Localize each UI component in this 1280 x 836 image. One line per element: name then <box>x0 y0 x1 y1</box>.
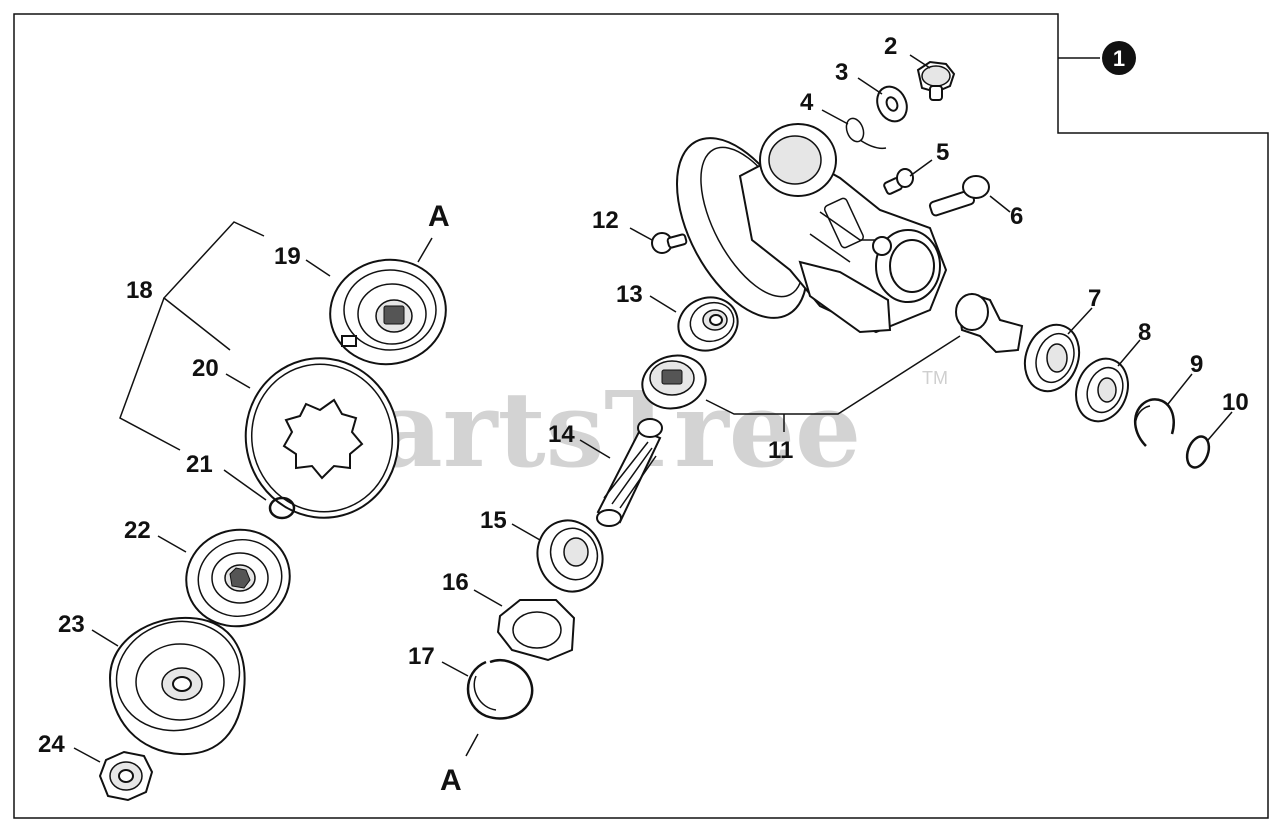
label-part-21: 21 <box>186 451 213 478</box>
part-19-holder <box>329 258 447 366</box>
label-part-18: 18 <box>126 277 153 304</box>
part-5-small-bolt <box>883 168 914 195</box>
part-11-gear <box>641 292 1024 410</box>
part-24-nut <box>98 750 154 802</box>
part-13-bearing <box>677 296 739 352</box>
label-part-20: 20 <box>192 355 219 382</box>
part-22-inner-cup <box>185 528 291 628</box>
part-23-outer-cup <box>108 616 246 756</box>
group-marker-circle <box>1102 41 1136 75</box>
label-part-9: 9 <box>1190 351 1203 378</box>
label-part-6: 6 <box>1010 203 1023 230</box>
part-4-wire-clip <box>845 117 887 150</box>
part-21-o-ring <box>268 496 296 520</box>
part-17-snap-ring <box>466 659 534 720</box>
label-part-2: 2 <box>884 33 897 60</box>
part-14-shaft <box>596 418 663 527</box>
part-7-bearing <box>1023 323 1081 393</box>
label-part-5: 5 <box>936 139 949 166</box>
reference-a-bottom: A <box>440 764 462 797</box>
part-15-bearing <box>536 519 604 593</box>
label-part-3: 3 <box>835 59 848 86</box>
label-part-23: 23 <box>58 611 85 638</box>
label-part-16: 16 <box>442 569 469 596</box>
watermark-trademark: TM <box>922 368 948 388</box>
part-20-cover <box>244 357 400 519</box>
label-part-11: 11 <box>768 437 793 464</box>
label-part-19: 19 <box>274 243 301 270</box>
part-9-snap-ring <box>1133 398 1175 447</box>
part-10-small-snap-ring <box>1185 435 1211 469</box>
label-part-17: 17 <box>408 643 435 670</box>
label-part-12: 12 <box>592 207 619 234</box>
label-part-24: 24 <box>38 731 65 758</box>
part-2-hex-bolt <box>916 60 956 101</box>
label-part-15: 15 <box>480 507 507 534</box>
label-part-7: 7 <box>1088 285 1101 312</box>
group-marker-label: 1 <box>1113 46 1125 71</box>
label-part-8: 8 <box>1138 319 1151 346</box>
gear-case-housing <box>676 123 948 334</box>
part-12-screw <box>651 232 688 254</box>
label-part-14: 14 <box>548 421 575 448</box>
label-part-13: 13 <box>616 281 643 308</box>
label-part-22: 22 <box>124 517 151 544</box>
part-8-bearing <box>1075 357 1129 423</box>
reference-a-top: A <box>428 200 450 233</box>
part-3-washer <box>876 85 908 123</box>
part-6-long-bolt <box>928 175 990 217</box>
part-16-plate <box>496 599 576 662</box>
label-part-10: 10 <box>1222 389 1249 416</box>
leader-lines <box>73 54 1233 763</box>
diagram-frame <box>13 13 1269 819</box>
label-part-4: 4 <box>800 89 814 116</box>
